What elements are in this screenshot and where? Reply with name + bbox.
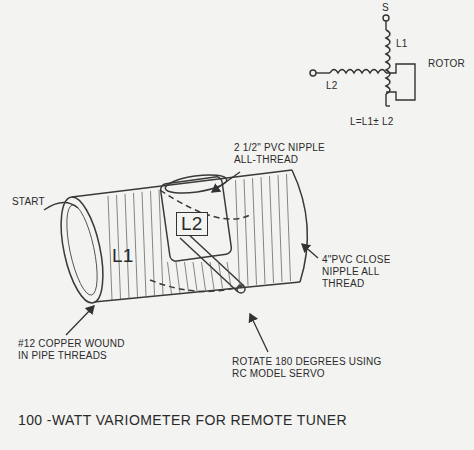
formula-label: L=L1± L2: [350, 116, 394, 128]
wire-label: START: [12, 196, 45, 208]
note-label: ROTATE 180 DEGREES USING RC MODEL SERVO: [232, 356, 382, 380]
thread-stroke: [287, 174, 291, 281]
thread-stroke: [134, 193, 138, 297]
part-label: #12 COPPER WOUND IN PIPE THREADS: [18, 338, 128, 362]
coil-form: [44, 170, 307, 307]
coil-label: L2: [326, 80, 338, 92]
thread-stroke: [253, 178, 257, 285]
thread-stroke: [244, 179, 248, 285]
thread-stroke: [270, 176, 274, 283]
thread-stroke: [159, 190, 163, 295]
thread-stroke: [261, 177, 265, 284]
thread-stroke: [168, 262, 172, 294]
terminal-label: S: [382, 2, 389, 14]
rotor-label: ROTOR: [428, 58, 465, 70]
leader-lines: [66, 172, 318, 352]
thread-stroke: [219, 262, 223, 288]
thread-stroke: [142, 192, 146, 297]
rotor-coil-label: L2: [176, 212, 208, 236]
coil-label: L1: [396, 38, 408, 50]
thread-stroke: [151, 191, 155, 296]
thread-stroke: [236, 180, 240, 286]
thread-stroke: [227, 262, 231, 287]
diagram-title: 100 -WATT VARIOMETER FOR REMOTE TUNER: [18, 412, 347, 428]
stator-coil-label: L1: [112, 246, 134, 266]
thread-stroke: [193, 262, 197, 291]
thread-stroke: [278, 175, 282, 282]
thread-stroke: [176, 262, 180, 293]
thread-stroke: [185, 262, 189, 292]
thread-stroke: [210, 262, 214, 289]
part-label: 4"PVC CLOSE NIPPLE ALL THREAD: [322, 254, 422, 290]
thread-stroke: [108, 196, 112, 300]
part-label: 2 1/2" PVC NIPPLE ALL-THREAD: [234, 142, 334, 166]
schematic: [310, 15, 415, 106]
thread-stroke: [202, 262, 206, 290]
pipe-threads: [108, 174, 291, 300]
